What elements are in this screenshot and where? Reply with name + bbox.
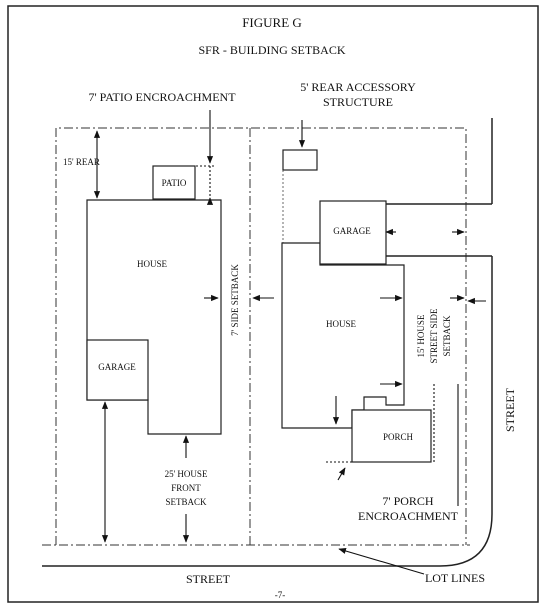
street-side-label-3: SETBACK <box>442 315 452 357</box>
lot-line-outer <box>55 127 467 545</box>
front-setback-label-2: FRONT <box>171 483 201 493</box>
house-left-label: HOUSE <box>137 259 168 269</box>
patio-label: PATIO <box>162 178 187 188</box>
house-right <box>281 242 405 429</box>
porch-encroachment-label-1: 7' PORCH <box>382 494 434 508</box>
page-number: -7- <box>275 590 286 600</box>
street-curb <box>42 118 493 567</box>
lot-lines-leader <box>338 548 425 575</box>
rear-setback-label: 15' REAR <box>63 157 100 167</box>
house-right-label: HOUSE <box>326 319 357 329</box>
curb-corner <box>439 256 493 567</box>
garage-left <box>86 339 149 401</box>
garage-right-label: GARAGE <box>333 226 371 236</box>
patio-encroachment-label: 7' PATIO ENCROACHMENT <box>88 90 236 104</box>
porch-encroachment-label-2: ENCROACHMENT <box>358 509 459 523</box>
rear-accessory-label-1: 5' REAR ACCESSORY <box>300 80 416 94</box>
street-side-label-2: STREET SIDE <box>429 308 439 364</box>
accessory-structure <box>282 149 318 171</box>
dimension-arrows <box>93 110 486 575</box>
rear-accessory-label-2: STRUCTURE <box>323 95 393 109</box>
street-right-label: STREET <box>503 387 517 432</box>
porch-label: PORCH <box>383 432 414 442</box>
lot-lines-group <box>42 127 470 546</box>
garage-right <box>319 200 387 265</box>
front-setback-label-1: 25' HOUSE <box>165 469 208 479</box>
porch-encroachment-leader <box>337 467 346 481</box>
front-setback-label-3: SETBACK <box>165 497 207 507</box>
street-side-label-1: 15' HOUSE <box>416 314 426 357</box>
street-bottom-label: STREET <box>186 572 231 586</box>
patio-left <box>152 165 196 200</box>
lot-lines-label: LOT LINES <box>425 571 485 585</box>
outer-frame <box>7 5 539 603</box>
garage-left-label: GARAGE <box>98 362 136 372</box>
figure-subtitle: SFR - BUILDING SETBACK <box>198 43 345 57</box>
porch <box>351 409 432 463</box>
figure-title: FIGURE G <box>242 15 302 30</box>
side-setback-label: 7' SIDE SETBACK <box>230 264 240 336</box>
